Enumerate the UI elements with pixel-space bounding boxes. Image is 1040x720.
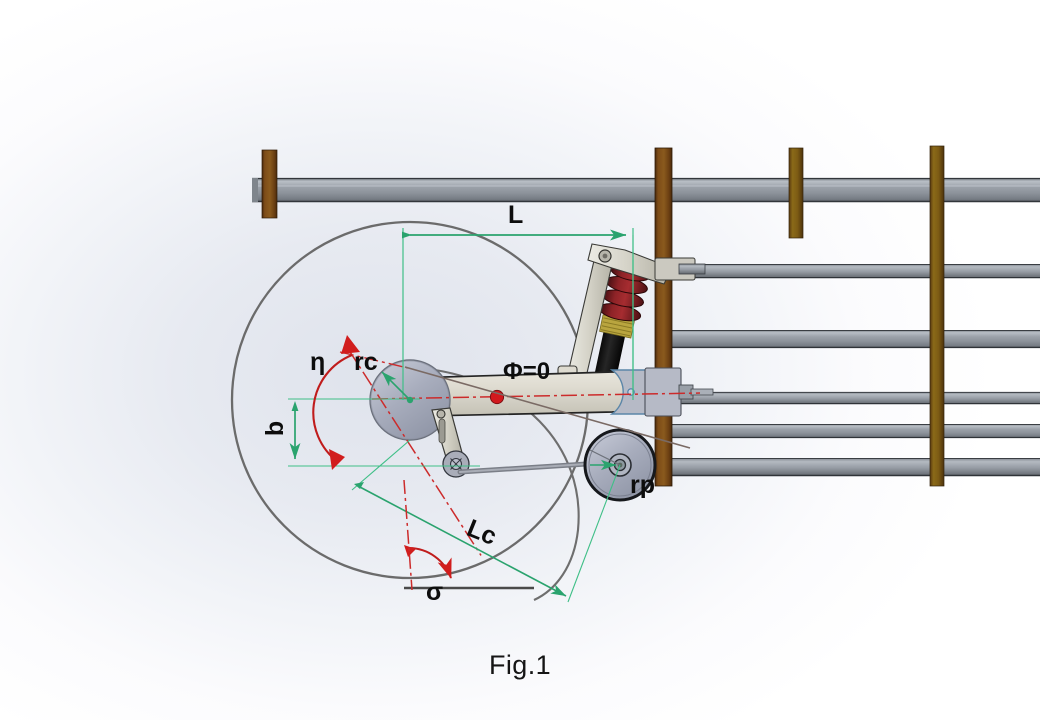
figure-caption: Fig.1 xyxy=(488,650,552,680)
angle-sigma xyxy=(403,479,452,591)
rail-third xyxy=(660,329,1040,349)
dim-rc xyxy=(381,371,414,404)
construction-lines xyxy=(404,366,691,590)
label-dimension-b: b xyxy=(261,420,290,437)
post-main xyxy=(654,147,673,487)
rail-bottom xyxy=(660,457,1040,477)
rail-fifth xyxy=(660,424,1040,439)
label-radius-rp: rp xyxy=(630,471,655,499)
dimension-annotations xyxy=(288,228,634,603)
label-angle-sigma: σ xyxy=(426,578,444,606)
label-angle-phi: Φ=0 xyxy=(503,358,551,385)
arm-hub-block xyxy=(644,367,682,417)
label-dimension-L: L xyxy=(508,201,524,229)
post-right xyxy=(929,145,945,487)
top-bracket xyxy=(654,257,706,281)
rail-assembly xyxy=(252,177,1040,477)
angle-eta xyxy=(312,335,360,470)
dim-rp xyxy=(567,459,621,603)
post-left xyxy=(261,149,278,219)
label-angle-eta: η xyxy=(310,348,326,376)
rail-second xyxy=(660,263,1040,279)
spring-gold-threads xyxy=(600,317,633,337)
dim-b xyxy=(288,398,480,467)
post-short-mid xyxy=(788,147,804,239)
rail-axle xyxy=(660,391,1040,405)
label-radius-rc: rc xyxy=(354,348,378,376)
dim-Lc xyxy=(351,439,567,597)
rail-top xyxy=(252,177,1040,203)
post-assembly xyxy=(261,145,945,487)
